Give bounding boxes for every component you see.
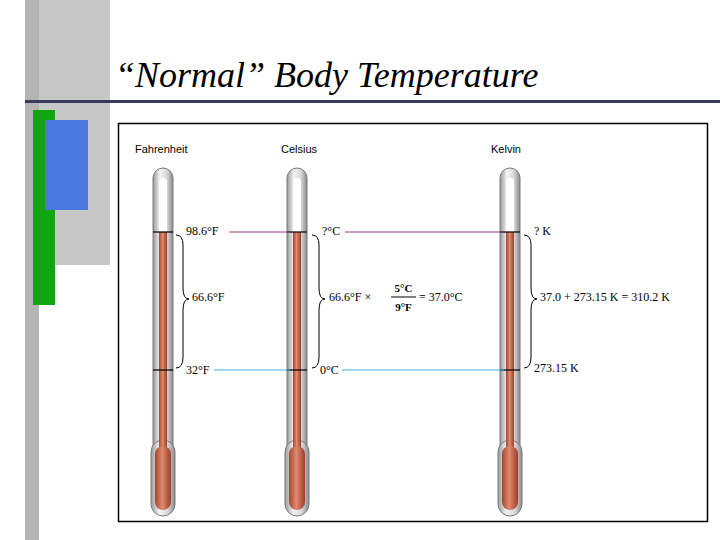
brace [524,235,537,368]
brace [176,235,189,368]
thermometer-bulb [498,440,522,516]
temperature-label: 98.6°F [186,225,218,239]
mercury-bulb [502,446,518,510]
title-rule [25,100,720,103]
thermometer-tube [287,168,307,468]
temperature-label: 0°C [320,364,339,378]
fraction-bar [391,297,416,298]
mercury-bulb [155,446,171,510]
mercury-column [293,232,301,454]
temperature-label: ? K [534,225,551,239]
brace [312,235,325,368]
temperature-label: 273.15 K [534,362,579,376]
conversion-text: 37.0 + 273.15 K = 310.2 K [540,291,670,305]
mercury-column [159,232,167,454]
thermometer-tube [153,168,173,468]
fraction-denominator: 9°F [395,301,412,314]
interval-label: 66.6°F [192,291,224,305]
thermometer-bulb [285,440,309,516]
deco-blue [45,120,88,210]
slide-title: “Normal” Body Temperature [115,54,538,96]
thermometer-bulb [151,440,175,516]
fraction-numerator: 5°C [395,282,413,295]
scale-name: Kelvin [491,143,521,156]
thermometers [151,168,522,516]
line-32 [342,370,504,371]
line-32 [214,370,290,371]
scale-name: Fahrenheit [135,143,188,156]
mercury-column [506,232,514,454]
tick [153,369,173,370]
scale-name: Celsius [281,143,317,156]
tick [153,231,173,232]
conversion-text: 66.6°F × [329,291,371,305]
temperature-label: ?°C [322,225,340,239]
figure-frame [119,124,708,522]
line-98 [229,232,290,233]
mercury-bulb [289,446,305,510]
thermometer-tube [500,168,520,468]
temperature-label: 32°F [186,364,209,378]
line-98 [345,232,504,233]
conversion-text: = 37.0°C [419,291,463,305]
